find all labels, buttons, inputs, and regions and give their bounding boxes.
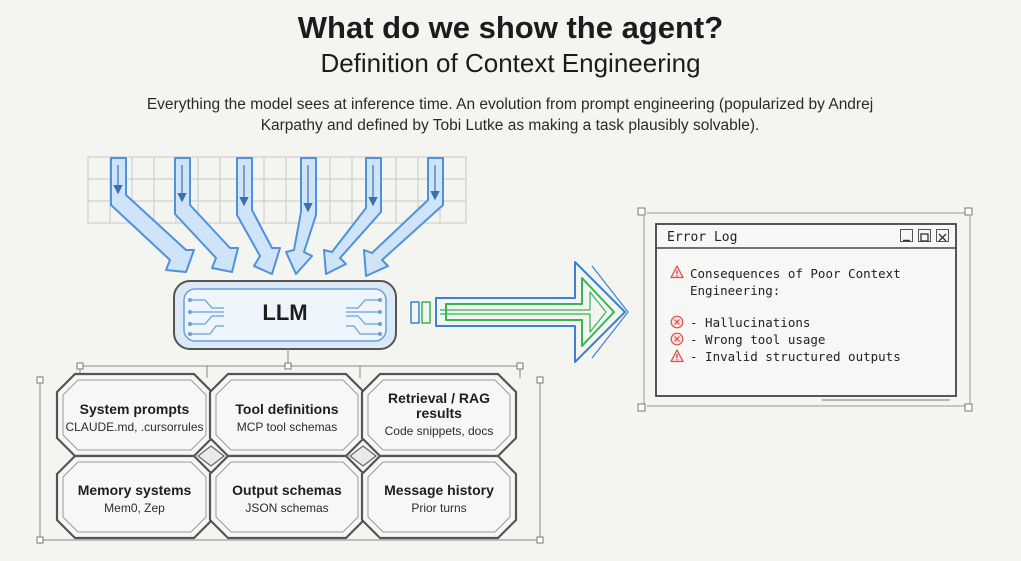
llm-label: LLM: [262, 300, 308, 325]
connector-lines: [39, 349, 541, 541]
input-arrow-6: [363, 157, 444, 277]
close-button[interactable]: [936, 229, 949, 242]
node-grid: [55, 372, 518, 540]
input-arrow-2: [174, 157, 239, 273]
error-item-hallucinations: - Hallucinations: [690, 315, 811, 330]
input-arrow-3: [236, 157, 281, 275]
input-arrow-5: [323, 157, 382, 275]
node-output-schemas-subtitle: JSON schemas: [245, 501, 329, 515]
error-item-invalid-outputs: - Invalid structured outputs: [690, 349, 901, 364]
x-circle-icon: [670, 315, 684, 329]
node-tool-definitions-subtitle: MCP tool schemas: [236, 420, 338, 434]
node-memory-systems-title: Memory systems: [77, 482, 192, 498]
input-arrow-4: [285, 157, 317, 275]
minimize-button[interactable]: [900, 229, 913, 242]
minimize-icon: [903, 239, 910, 242]
node-memory-systems-subtitle: Mem0, Zep: [104, 501, 165, 515]
node-message-history-subtitle: Prior turns: [411, 501, 467, 515]
node-system-prompts-title: System prompts: [79, 401, 190, 417]
error-item-wrong-tool-usage: - Wrong tool usage: [690, 332, 826, 347]
output-arrow: [410, 261, 629, 363]
llm-box: [173, 280, 397, 350]
node-retrieval-title: Retrieval / RAG results: [388, 390, 490, 421]
maximize-button[interactable]: [918, 229, 931, 242]
error-log-window-frame: [643, 212, 971, 407]
x-circle-icon: [670, 332, 684, 346]
node-message-history-title: Message history: [384, 482, 494, 498]
input-grid: [87, 156, 467, 224]
input-arrows: [110, 157, 444, 277]
input-arrow-1: [110, 157, 195, 273]
node-retrieval-subtitle: Code snippets, docs: [384, 424, 494, 438]
page-title: What do we show the agent?: [297, 10, 724, 45]
error-log-title: Error Log: [667, 230, 738, 245]
error-log-heading: Consequences of Poor Context Engineering…: [690, 266, 901, 298]
node-tool-definitions-title: Tool definitions: [235, 401, 339, 417]
node-output-schemas-title: Output schemas: [232, 482, 342, 498]
warning-icon: [670, 349, 684, 363]
node-system-prompts-subtitle: CLAUDE.md, .cursorrules: [65, 420, 204, 434]
warning-icon: [670, 265, 684, 279]
maximize-icon: [920, 233, 929, 242]
close-icon: [938, 233, 947, 242]
page-subtitle: Definition of Context Engineering: [320, 48, 701, 78]
page-description: Everything the model sees at inference t…: [146, 96, 874, 134]
